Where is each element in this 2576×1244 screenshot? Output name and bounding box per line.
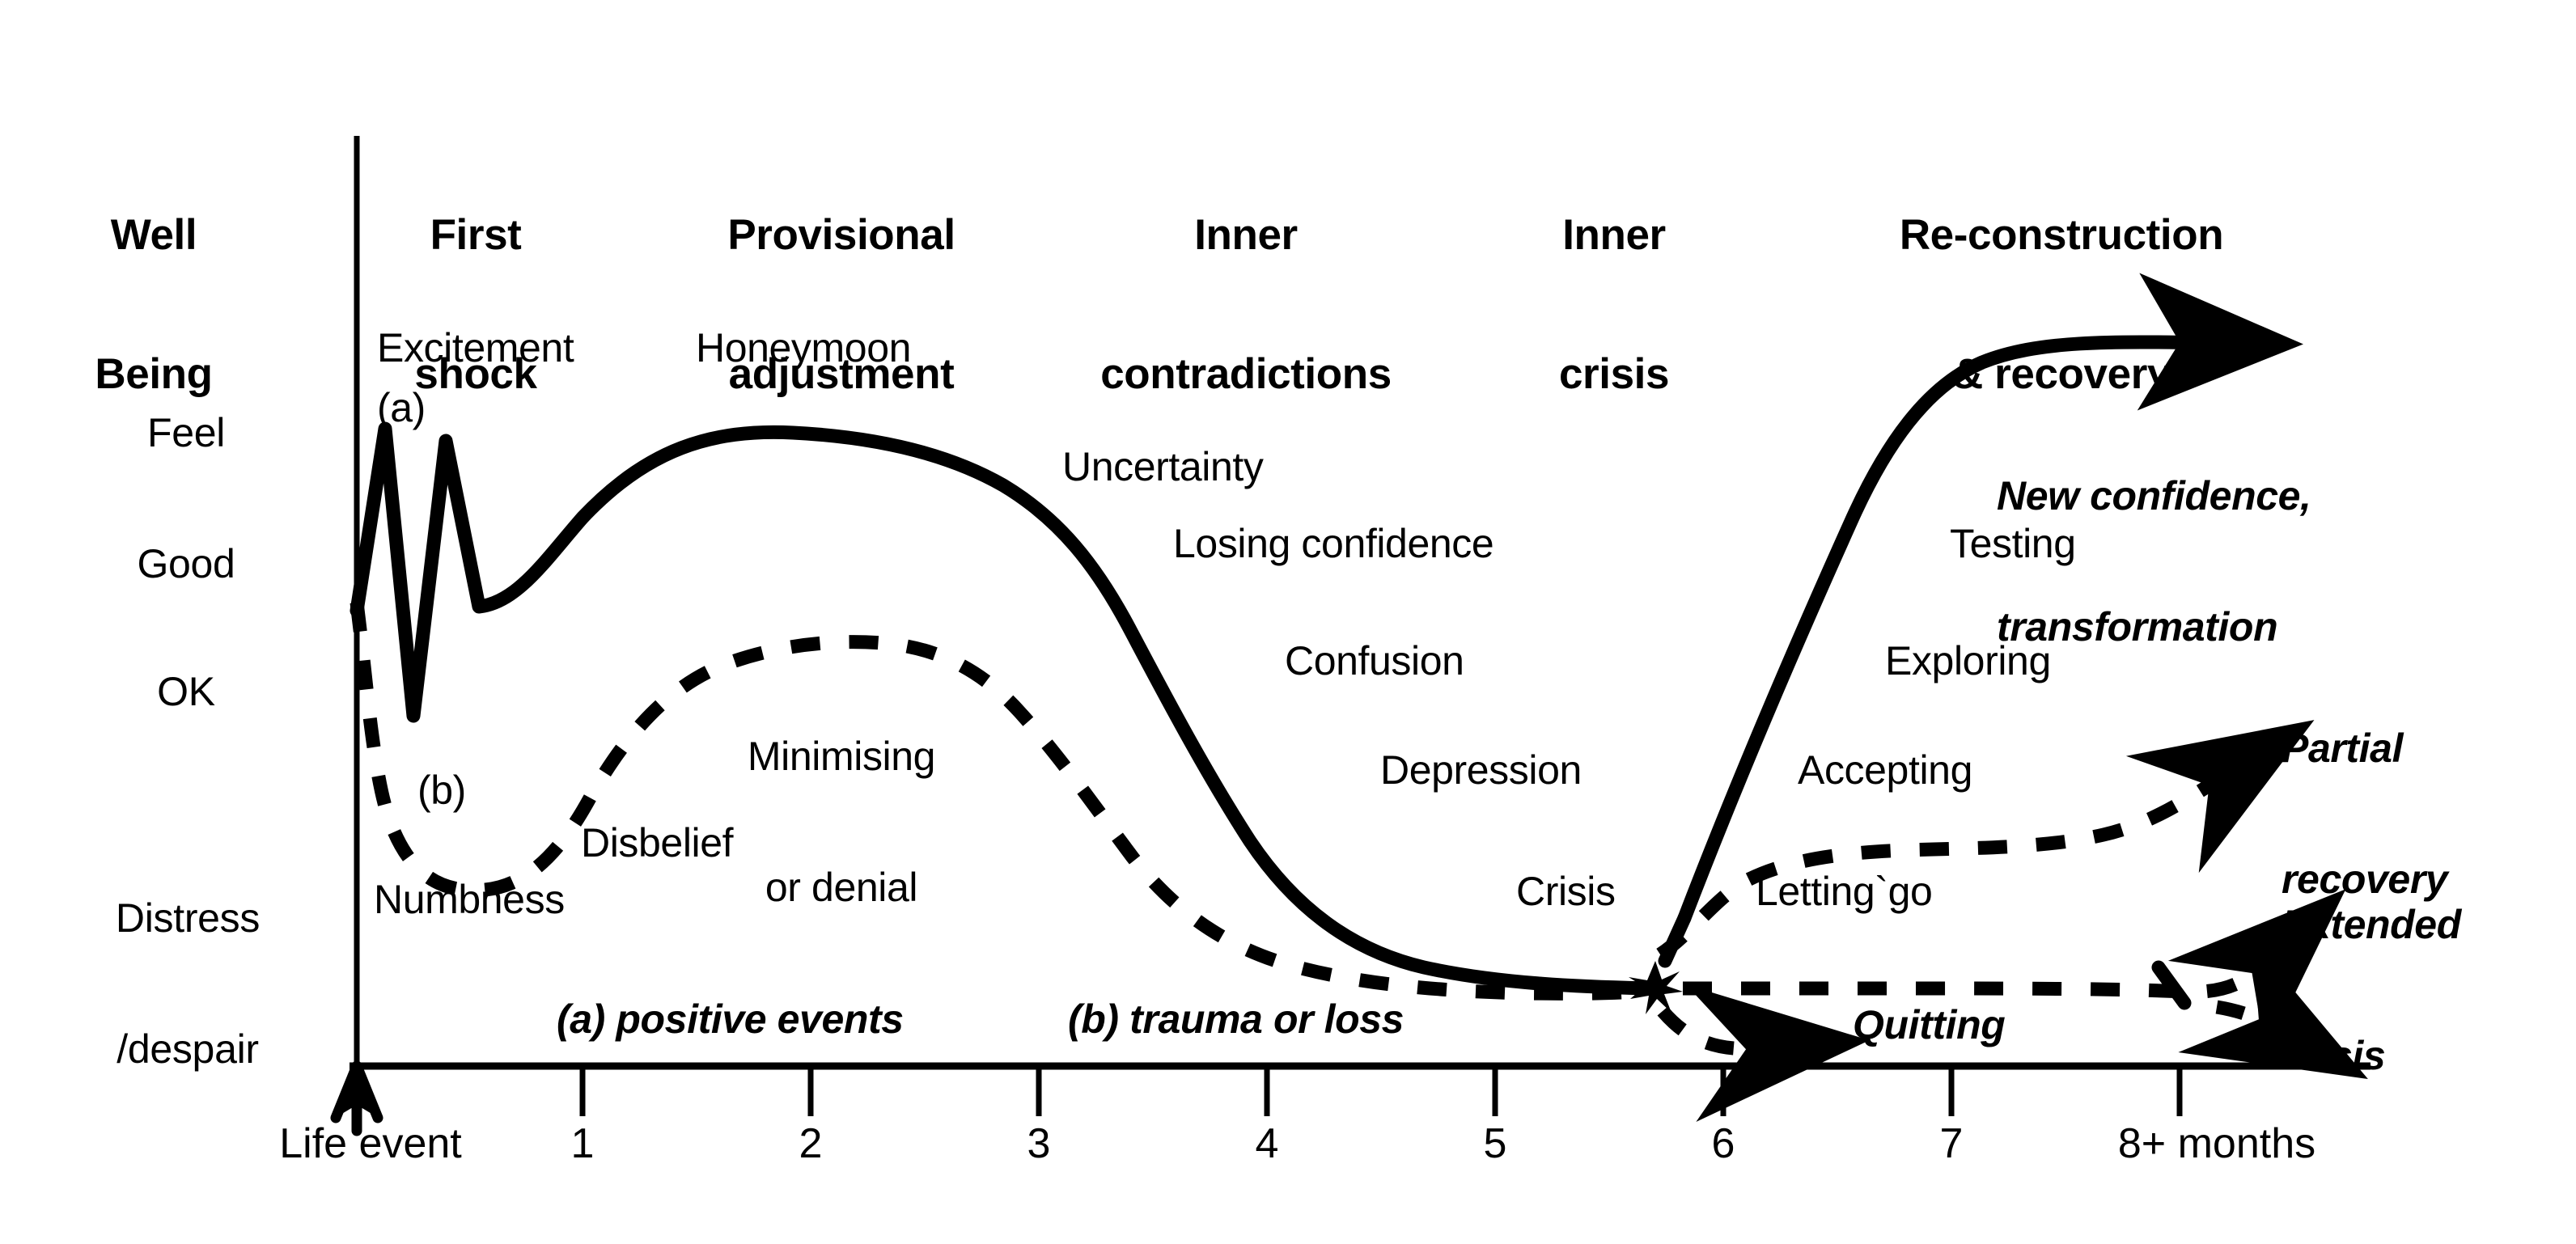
phase-header-provisional-adjustment: Provisional adjustment xyxy=(631,120,1052,490)
stage-label-depression: Depression xyxy=(1380,747,1582,793)
phase-header-line: Being xyxy=(95,350,213,399)
x-axis-tick-label-7: 7 xyxy=(1939,1120,1964,1167)
y-axis-label-ok: OK xyxy=(73,582,299,801)
path-partial-recovery xyxy=(1656,720,2315,961)
phase-header-line: First xyxy=(430,211,522,260)
phase-header-line: crisis xyxy=(1558,350,1670,399)
outcome-label-partial-recovery: Partial recovery xyxy=(2282,639,2548,988)
phase-header-line: & recovery xyxy=(1951,350,2171,399)
outcome-label-new-confidence: New confidence, transformation xyxy=(1997,387,2311,736)
path-quitting xyxy=(1657,984,1870,1122)
phase-header-line: Provisional xyxy=(727,211,955,260)
y-axis-label-line: Feel xyxy=(146,410,226,455)
path-quitting-right xyxy=(2178,932,2368,1080)
outcome-label-line: New confidence, xyxy=(1997,473,2311,518)
x-axis-tick-label-8-plus-months: 8+ months xyxy=(2117,1120,2316,1167)
x-axis-tick-label-3: 3 xyxy=(1027,1120,1051,1167)
stage-label-excitement: Excitement xyxy=(377,325,574,370)
outcome-label-line: recovery xyxy=(2282,857,2448,902)
y-axis-label-line: /despair xyxy=(117,1026,259,1072)
x-axis-origin-label: Life event xyxy=(279,1120,462,1167)
x-axis-tick-label-6: 6 xyxy=(1711,1120,1735,1167)
stage-label-confusion: Confusion xyxy=(1285,638,1464,683)
phase-header-line: Inner xyxy=(1562,211,1666,260)
curve-trauma-or-loss xyxy=(350,601,1635,1001)
stage-label-losing-confidence: Losing confidence xyxy=(1173,521,1494,566)
phase-header-line: contradictions xyxy=(1100,350,1392,399)
outcome-label-extended-crisis: Extended crisis xyxy=(2282,815,2557,1165)
x-axis-ticks xyxy=(579,1066,2183,1116)
x-axis-tick-label-2: 2 xyxy=(799,1120,823,1167)
curve-marker-b: (b) xyxy=(417,768,466,813)
phase-header-well-being: Well Being xyxy=(49,120,259,490)
legend-b-trauma-or-loss: (b) trauma or loss xyxy=(1068,996,1405,1042)
phase-header-line: adjustment xyxy=(728,350,955,399)
life-event-arrowhead-icon xyxy=(337,1064,377,1117)
phase-header-first-shock: First shock xyxy=(354,120,597,490)
stage-label-line: or denial xyxy=(765,865,918,910)
outcome-label-line: Partial xyxy=(2282,726,2404,771)
y-axis-label-line: Distress xyxy=(115,895,261,941)
stage-label-minimising-or-denial: Minimising or denial xyxy=(672,647,1011,996)
stage-label-exploring: Exploring xyxy=(1885,638,2051,683)
curve-positive-events xyxy=(350,421,1658,996)
y-axis-label-line: Good xyxy=(137,541,235,586)
stage-label-uncertainty: Uncertainty xyxy=(1062,444,1264,489)
stage-label-testing: Testing xyxy=(1950,521,2076,566)
phase-header-line: shock xyxy=(414,350,537,399)
x-axis-tick-label-4: 4 xyxy=(1255,1120,1279,1167)
phase-header-re-construction-recovery: Re-construction & recovery xyxy=(1778,120,2345,490)
y-axis-label-feel-good: Feel Good xyxy=(73,324,299,673)
phase-header-line: Re-construction xyxy=(1899,211,2224,260)
crisis-star-icon xyxy=(1629,961,1683,1014)
stage-label-accepting: Accepting xyxy=(1798,747,1972,793)
phase-header-inner-contradictions: Inner contradictions xyxy=(995,120,1497,490)
y-axis-label-line: OK xyxy=(157,669,215,714)
outcome-label-line: Extended xyxy=(2282,902,2461,947)
outcome-label-line: transformation xyxy=(1997,604,2278,650)
stage-label-disbelief: Disbelief xyxy=(581,820,734,865)
x-axis-tick-label-1: 1 xyxy=(570,1120,595,1167)
stage-label-numbness: Numbness xyxy=(374,877,565,922)
stage-label-crisis: Crisis xyxy=(1516,869,1616,914)
stage-label-honeymoon: Honeymoon xyxy=(696,325,912,370)
path-new-confidence xyxy=(1677,273,2303,925)
y-axis-label-distress-despair: Distress /despair xyxy=(54,809,321,1158)
phase-header-line: Inner xyxy=(1194,211,1298,260)
x-axis-tick-label-5: 5 xyxy=(1483,1120,1507,1167)
legend-a-positive-events: (a) positive events xyxy=(557,996,904,1042)
outcome-label-line: crisis xyxy=(2282,1033,2386,1078)
stage-label-line: Minimising xyxy=(747,734,936,779)
outcome-label-quitting: Quitting xyxy=(1853,1002,2006,1047)
stage-label-letting-go: Letting`go xyxy=(1756,869,1933,914)
phase-header-inner-crisis: Inner crisis xyxy=(1477,120,1752,490)
phase-header-line: Well xyxy=(110,211,197,260)
curve-marker-a: (a) xyxy=(377,385,426,430)
